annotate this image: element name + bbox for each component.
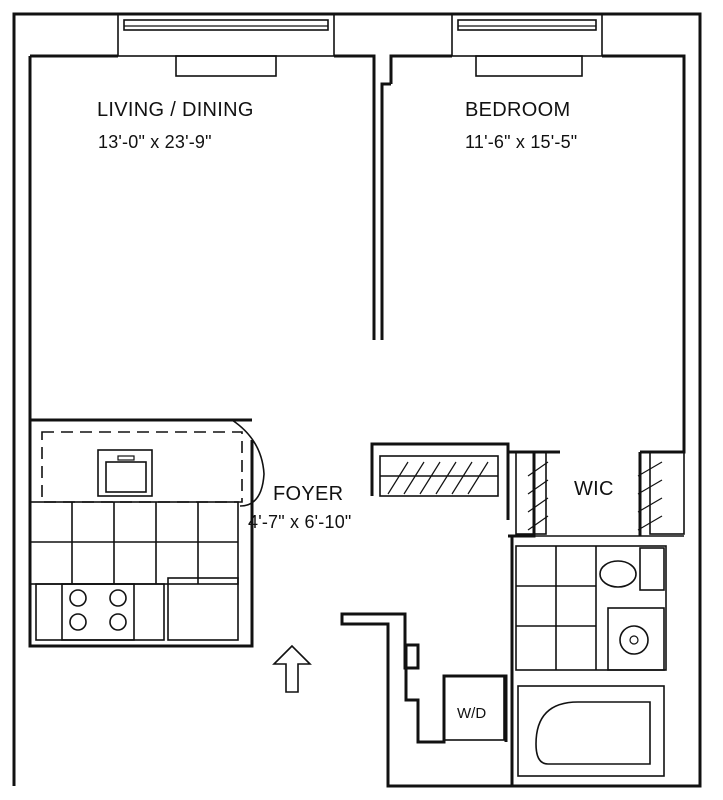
walk-in-closet xyxy=(508,450,685,538)
window-living xyxy=(117,13,335,77)
laundry-closet xyxy=(404,645,508,744)
bathroom xyxy=(510,536,667,786)
foyer-dimensions: 4'-7" x 6'-10" xyxy=(248,512,352,532)
living-dining-name: LIVING / DINING xyxy=(97,99,254,121)
living-dining-dimensions: 13'-0" x 23'-9" xyxy=(98,132,212,152)
window-bedroom xyxy=(451,13,603,77)
arrow-up-icon xyxy=(272,644,312,693)
wic-name: WIC xyxy=(574,478,614,500)
bedroom-name: BEDROOM xyxy=(465,99,571,121)
laundry-label: W/D xyxy=(457,705,487,722)
bedroom-dimensions: 11'-6" x 15'-5" xyxy=(465,132,578,152)
exterior-walls xyxy=(12,12,702,788)
foyer-name: FOYER xyxy=(273,483,344,505)
foyer-closet xyxy=(370,442,510,520)
kitchen xyxy=(29,419,265,641)
